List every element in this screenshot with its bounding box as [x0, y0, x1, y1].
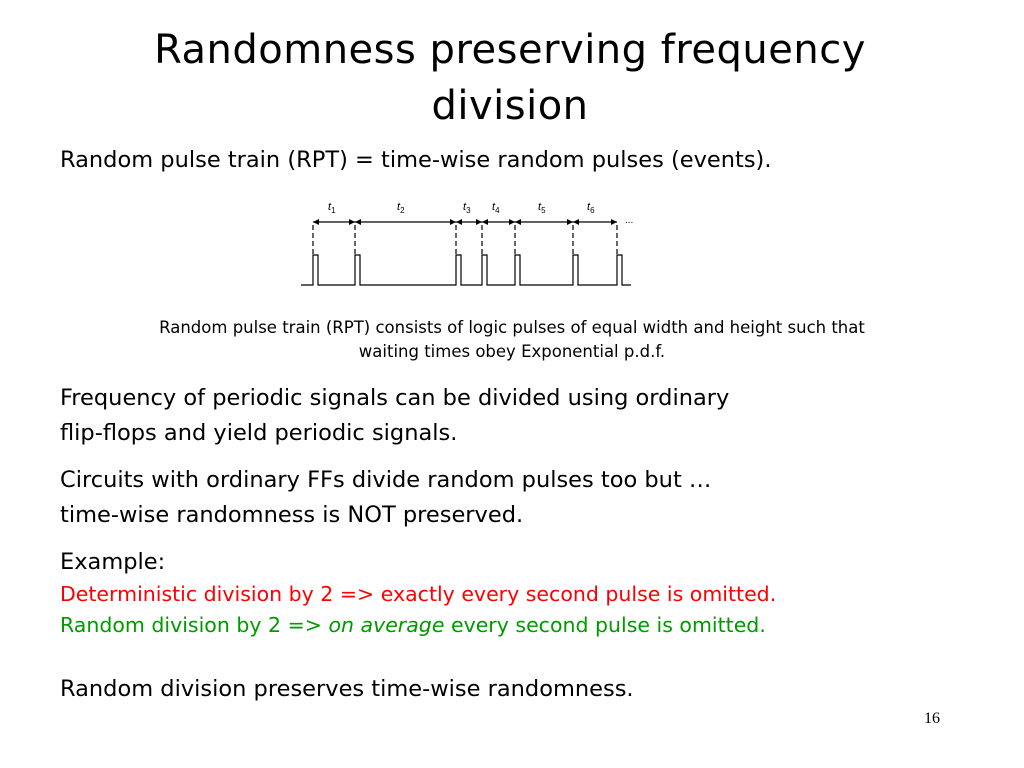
paragraph-ordinary-ffs: Circuits with ordinary FFs divide random…	[60, 463, 711, 533]
example-deterministic: Deterministic division by 2 => exactly e…	[60, 582, 777, 606]
figure-ellipsis: ...	[625, 215, 633, 226]
intro-text: Random pulse train (RPT) = time-wise ran…	[60, 147, 772, 173]
arrowheads	[313, 219, 617, 225]
example-random-suffix: every second pulse is omitted.	[444, 613, 766, 637]
title-line-1: Randomness preserving frequency	[154, 27, 866, 73]
paragraph-periodic: Frequency of periodic signals can be div…	[60, 381, 729, 451]
interval-label-3: t3	[463, 201, 471, 215]
caption-line-2: waiting times obey Exponential p.d.f.	[358, 342, 666, 361]
slide-title: Randomness preserving frequency division	[60, 22, 960, 134]
caption-line-1: Random pulse train (RPT) consists of log…	[159, 318, 865, 337]
title-line-2: division	[431, 83, 589, 129]
page-number: 16	[924, 710, 940, 727]
conclusion-text: Random division preserves time-wise rand…	[60, 676, 634, 702]
interval-label-4: t4	[492, 201, 500, 215]
pulse-waveform	[301, 254, 631, 286]
example-label: Example:	[60, 549, 166, 575]
para2-line-1: Circuits with ordinary FFs divide random…	[60, 467, 712, 493]
example-random-emphasis: on average	[328, 613, 445, 637]
interval-label-1: t1	[328, 201, 336, 215]
interval-label-2: t2	[397, 201, 405, 215]
para2-line-2: time-wise randomness is NOT preserved.	[60, 502, 524, 528]
figure-caption: Random pulse train (RPT) consists of log…	[60, 316, 964, 364]
para1-line-2: flip-flops and yield periodic signals.	[60, 420, 458, 446]
example-random-prefix: Random division by 2 =>	[60, 613, 329, 637]
event-markers	[312, 225, 618, 257]
para1-line-1: Frequency of periodic signals can be div…	[60, 385, 730, 411]
interval-label-5: t5	[538, 201, 546, 215]
interval-label-6: t6	[587, 201, 595, 215]
example-random: Random division by 2 => on average every…	[60, 609, 766, 641]
pulse-train-figure: t1 t2 t3 t4 t5 t6 ...	[301, 201, 633, 286]
